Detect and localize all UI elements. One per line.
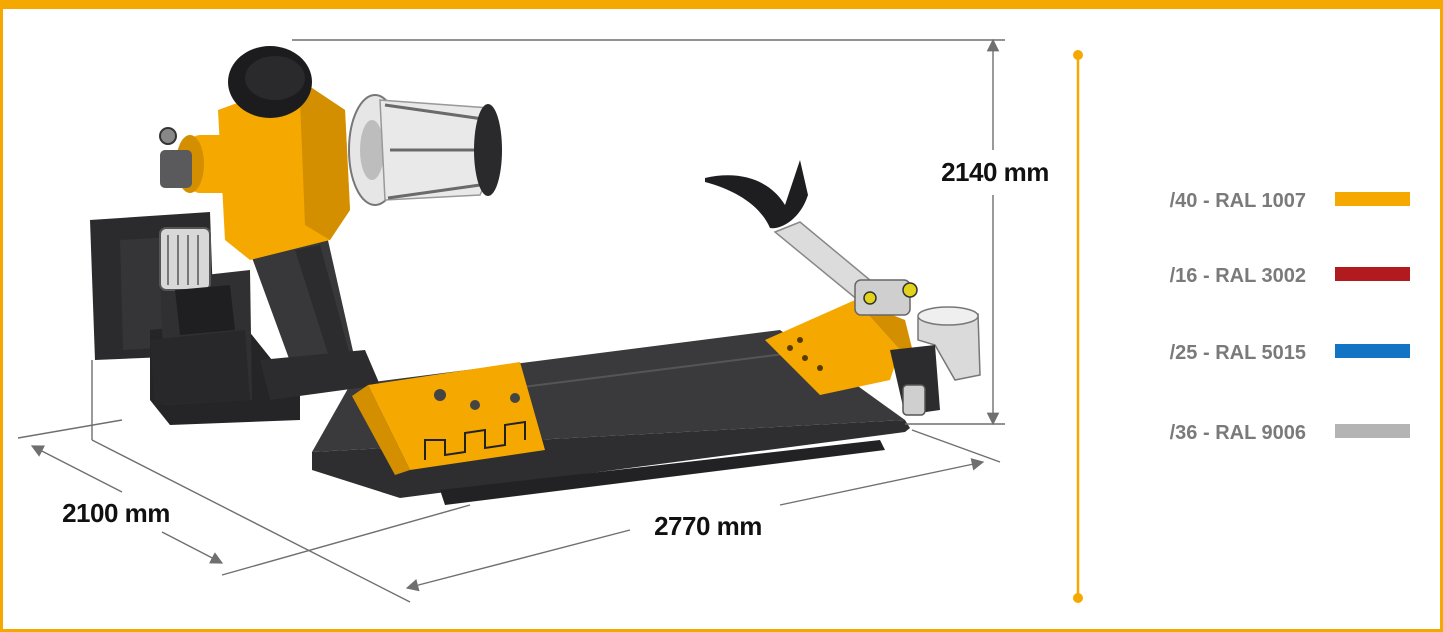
legend-item: /25 - RAL 5015 — [1170, 342, 1410, 364]
hydraulic-cylinder — [190, 135, 270, 193]
bead-breaker-hook — [705, 160, 808, 229]
legend-item: /36 - RAL 9006 — [1170, 422, 1410, 444]
height-dimension-label: 2140 mm — [941, 157, 1049, 187]
tyre-changer-machine — [90, 46, 981, 505]
base-beam — [312, 420, 910, 498]
legend-swatch — [1335, 424, 1410, 438]
legend-swatch — [1335, 192, 1410, 206]
legend-swatch — [1335, 267, 1410, 281]
legend-item: /40 - RAL 1007 — [1170, 190, 1410, 212]
legend-item-label: /25 - RAL 5015 — [1170, 342, 1306, 364]
beam-carriage-right — [765, 300, 900, 395]
base-skid — [440, 440, 885, 505]
legend-item: /16 - RAL 3002 — [1170, 265, 1410, 287]
legend-divider — [1073, 50, 1083, 603]
dimension-lines — [17, 38, 1005, 603]
length-dimension-label: 2770 mm — [654, 511, 762, 541]
jaw-crown — [474, 104, 502, 196]
legend-item-label: /40 - RAL 1007 — [1170, 190, 1306, 212]
color-legend: /40 - RAL 1007 /16 - RAL 3002 /25 - RAL … — [1170, 190, 1410, 444]
width-dimension-label: 2100 mm — [62, 498, 170, 528]
beam-guard-left — [368, 362, 545, 470]
legend-item-label: /16 - RAL 3002 — [1170, 265, 1306, 287]
legend-swatch — [1335, 344, 1410, 358]
legend-item-label: /36 - RAL 9006 — [1170, 422, 1306, 444]
